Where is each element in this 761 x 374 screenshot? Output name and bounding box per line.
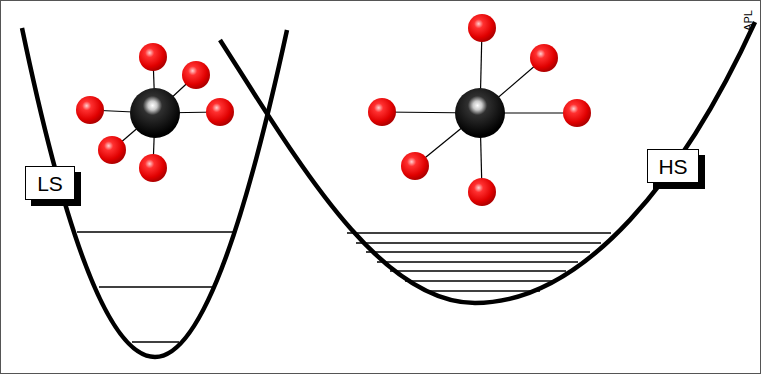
hs-levels (347, 233, 611, 291)
spin-state-box: LS (25, 166, 75, 200)
ls-potential-well (22, 28, 287, 357)
ls-levels (77, 232, 233, 342)
spin-state-box: HS (647, 149, 699, 183)
ls-molecule (76, 43, 234, 182)
watermark: APL (742, 10, 753, 31)
hs-molecule (368, 14, 591, 206)
state-label: HS (658, 156, 687, 177)
hs-potential-well (220, 22, 755, 303)
state-label: LS (37, 173, 63, 194)
